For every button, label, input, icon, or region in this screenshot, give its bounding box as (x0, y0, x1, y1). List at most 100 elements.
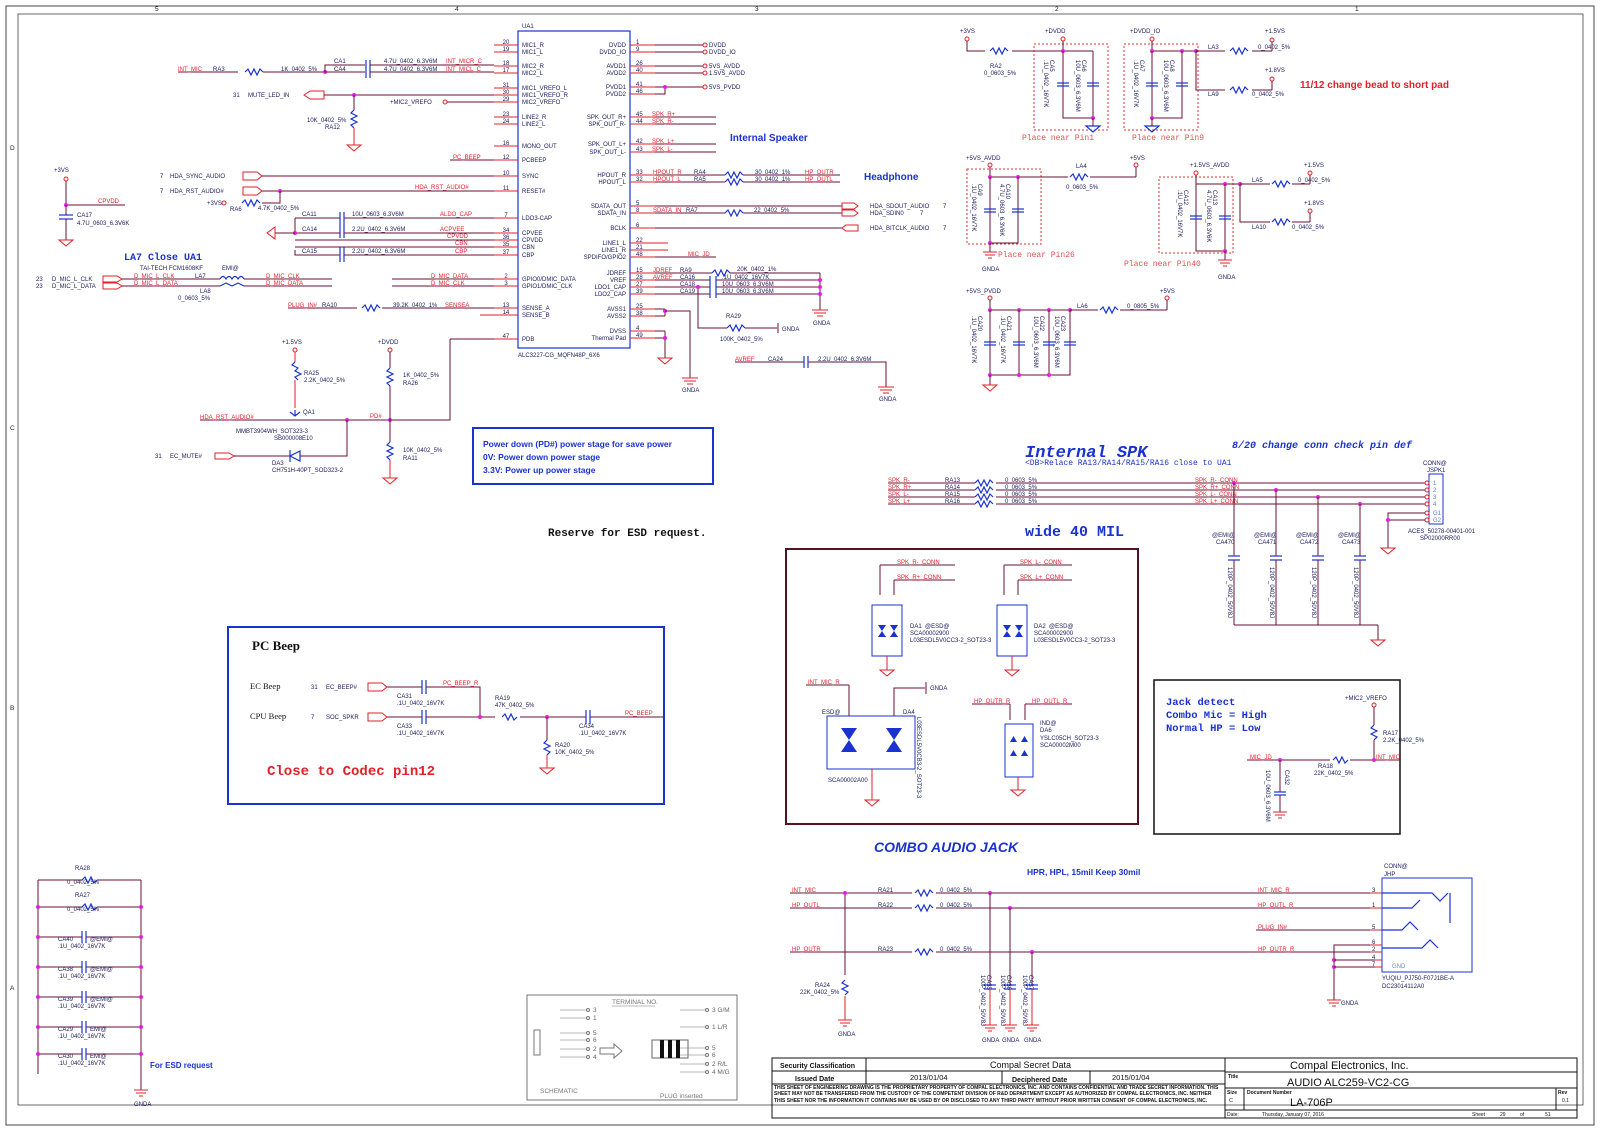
avdd-gnda: GNDA (982, 267, 999, 273)
pwr-15vs: +1.5VS (1265, 29, 1285, 35)
codec-pin-name: Thermal Pad (592, 336, 626, 342)
pd-15vs-label: +1.5VS (282, 340, 302, 346)
junction (36, 935, 40, 939)
jspk-pin-label: G1 (1433, 511, 1442, 517)
codec-pin-number: 47 (503, 334, 510, 340)
codec-pin-name: PVDD2 (606, 92, 627, 98)
dmic-section: LA7 Close UA1 TAI-TECH FCM1608KF EMI@ 23… (36, 252, 494, 302)
ground-symbol (1369, 639, 1387, 647)
pc-beep-title: PC Beep (252, 638, 300, 653)
codec-pin-name: MIC1_R (522, 43, 545, 49)
codec-pin-name: SPDIFO/GPIO2 (584, 255, 627, 261)
sheet-total: 51 (1545, 1112, 1551, 1118)
net-dmic-l-data: D_MIC_L_DATA (134, 281, 178, 287)
ca34-ref: CA34 (579, 724, 595, 730)
esd-item-value: .1U_0402_16V7K (58, 1034, 105, 1040)
jspk-pin (1424, 494, 1430, 500)
pd-note-2: 0V: Power down power stage (483, 452, 600, 462)
codec-pin-name: CBN (522, 245, 535, 251)
combo-jack-note: HPR, HPL, 15mil Keep 30mil (1027, 867, 1140, 877)
cap-value: 100P_0402_50V8J (1021, 975, 1027, 1026)
codec-pin-number: 15 (636, 268, 643, 274)
junction (139, 935, 143, 939)
jhp-pin-number: 6 (1372, 940, 1376, 946)
docnum-value: LA-706P (1290, 1097, 1333, 1109)
net-dmic-data-2: D_MIC_DATA (431, 274, 468, 280)
power-pvdd-section: +5VS_PVDD CA20 .1U_0402_16V7K CA21 .1U_0… (966, 289, 1175, 392)
codec-pin-number: 37 (503, 250, 510, 256)
terminal-right-label: 6 (712, 1052, 716, 1059)
da1-tag: @ESD@ (925, 624, 950, 630)
codec-pin-name: SPK_OUT_R+ (587, 115, 627, 121)
ca22-ref: CA22 (1038, 316, 1044, 332)
zone-col-1: 1 (1355, 6, 1359, 13)
ra26-value: 1K_0402_5% (403, 373, 440, 379)
ca24-value: 2.2U_0402_6.3V6M (818, 357, 871, 363)
of-label: of (1520, 1112, 1525, 1118)
internal-speaker-label: Internal Speaker (730, 133, 808, 144)
ca23-ref: CA23 (1059, 316, 1065, 332)
codec-pin-name: HPOUT_L (598, 180, 626, 186)
jhp-pin-number: 5 (1372, 925, 1376, 931)
sheet-number: 29 (1500, 1112, 1506, 1118)
ra18-value: 22K_0402_5% (1314, 771, 1354, 777)
jack-detect-line1: Jack detect (1166, 697, 1235, 709)
esd-item-tag: @EMI@ (90, 997, 113, 1003)
jhp-pin-number: 3 (1372, 888, 1376, 894)
jd-mic2-vrefo: +MIC2_VREFO (1345, 696, 1387, 702)
ca5-ref: CA5 (1048, 60, 1054, 72)
power-avdd-section: +5VS_AVDD CA9 .1U_0402_16V7K CA10 4.7U_0… (966, 156, 1331, 281)
codec-pin-name: RESET# (522, 189, 546, 195)
qa1-ref: QA1 (303, 410, 316, 416)
date-label: Date: (1227, 1112, 1239, 1118)
codec-pin-number: 26 (636, 61, 643, 67)
ca32-ref: CA32 (1283, 770, 1289, 786)
terminal-left-label: 2 (593, 1046, 597, 1053)
terminal-right-pin (705, 1025, 709, 1029)
terminal-left-label: 4 (593, 1054, 597, 1061)
ra29-gnda: GNDA (782, 327, 799, 333)
codec-pin-name: DVDD_IO (599, 50, 626, 56)
codec-pin-number: 22 (636, 238, 643, 244)
cap-ref: CA471 (1258, 540, 1277, 546)
ra24-gnda: GNDA (838, 1032, 855, 1038)
junction (139, 995, 143, 999)
codec-pin-number: 34 (503, 228, 510, 234)
ra12-ref: RA12 (325, 125, 341, 131)
junction (139, 965, 143, 969)
ca33-ref: CA33 (397, 724, 413, 730)
ra19-value: 47K_0402_5% (495, 703, 535, 709)
jspk-pin-label: 2 (1433, 488, 1437, 494)
esd-item-ref: CA40 (58, 937, 74, 943)
hp-output-resistors: HPOUT_R HPOUT_L RA4 RA5 30_0402_1% 30_04… (653, 170, 840, 187)
codec-pin-name: MIC2_R (522, 64, 545, 70)
near-pin40-note: Place near Pin40 (1124, 260, 1201, 269)
net-pd: PD# (370, 414, 382, 420)
net-hpout-l: HPOUT_L (653, 177, 681, 183)
jhp-pin-number: 1 (1372, 903, 1376, 909)
net-dmic-clk-2: D_MIC_CLK (431, 281, 465, 287)
esd-item-ref: CA29 (58, 1027, 74, 1033)
pd-dvdd-label: +DVDD (378, 340, 399, 346)
ca9-ref: CA9 (976, 184, 982, 196)
ca5-value: .1U_0402_16V7K (1042, 60, 1048, 107)
codec-pin-number: 1 (636, 40, 640, 46)
spk-caps: @EMI@CA470120P_0402_50V8J@EMI@CA471120P_… (1212, 483, 1387, 647)
security-value: Compal Secret Data (990, 1060, 1071, 1070)
avdd2-gnda: GNDA (1218, 275, 1235, 281)
codec-body (517, 30, 631, 349)
codec-pin-number: 33 (636, 170, 643, 176)
da4-part: L03ESDL5V0CB3-2_SOT23-3 (915, 717, 921, 799)
ca10-ref: CA10 (1004, 184, 1010, 200)
ra4-ref: RA4 (694, 170, 706, 176)
ca11-ref: CA11 (302, 212, 317, 218)
cap-value: 120P_0402_50V8J (1352, 567, 1358, 618)
net-pc-beep-r: PC_BEEP_R (443, 681, 479, 687)
sheet-title: AUDIO ALC259-VC2-CG (1287, 1077, 1409, 1089)
jack-out-net: HP_OUTR_R (1258, 947, 1295, 953)
